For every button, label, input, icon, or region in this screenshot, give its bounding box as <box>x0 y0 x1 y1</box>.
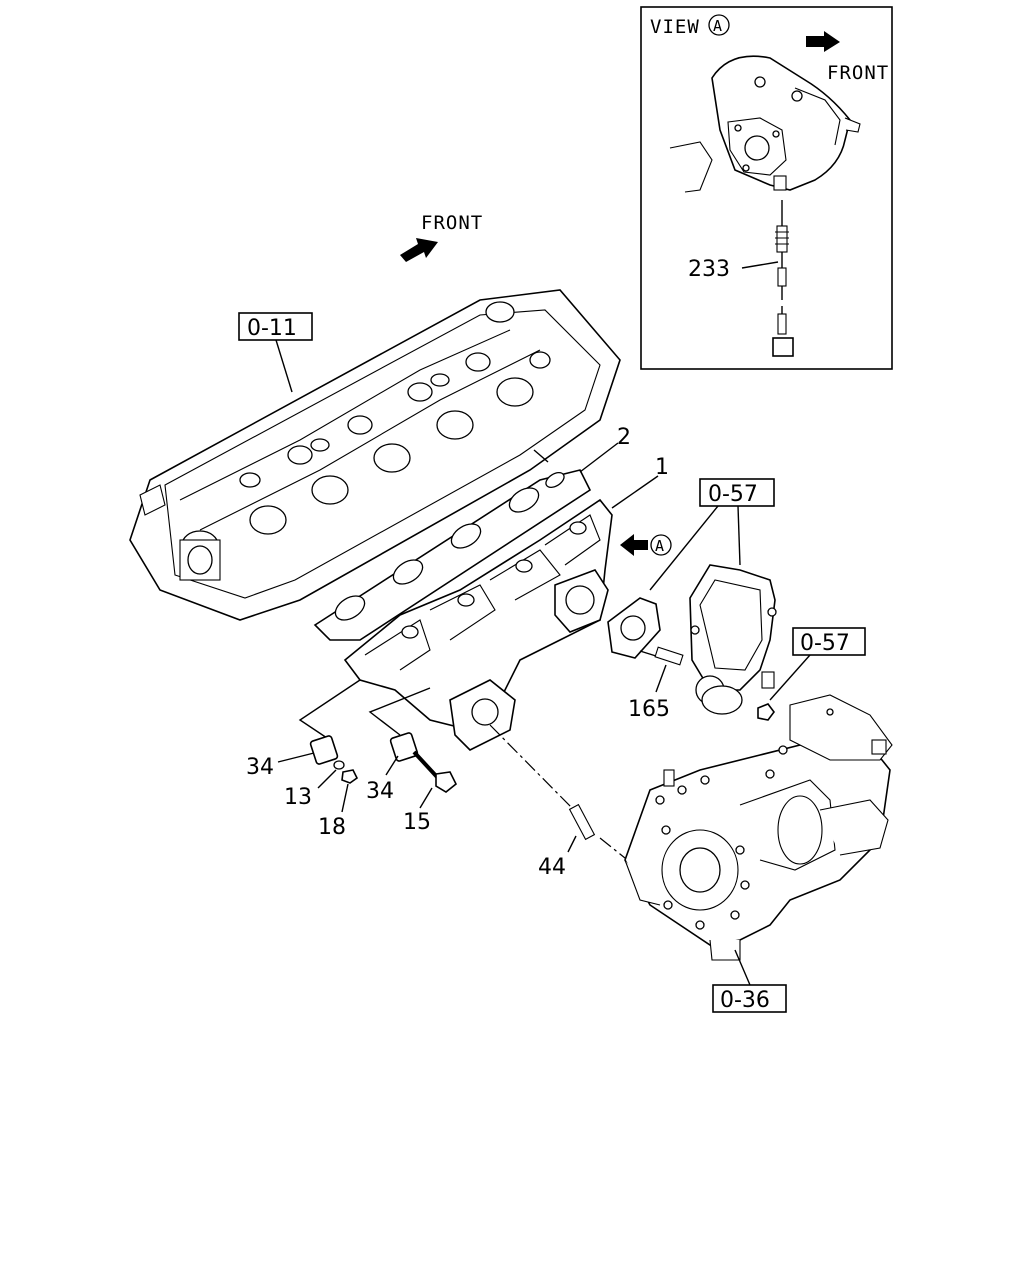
view-title: VIEW <box>650 16 700 38</box>
temperature-sensor-233 <box>741 200 794 357</box>
bolt-15 <box>412 750 458 809</box>
callout-34b: 34 <box>366 779 394 804</box>
ref-turbocharger: 0-36 <box>712 949 787 1013</box>
main-front-label: FRONT <box>421 212 483 234</box>
callout-18: 18 <box>318 815 346 840</box>
view-a-inset: VIEW A FRONT <box>640 6 893 370</box>
callout-13: 13 <box>284 785 312 810</box>
view-marker: A <box>713 17 723 35</box>
front-arrow-icon <box>806 31 840 52</box>
ref-0-57-a: 0-57 <box>708 482 758 507</box>
turbocharger-illustration <box>624 694 893 961</box>
view-front-label: FRONT <box>827 62 889 84</box>
ref-cylinder-head: 0-11 <box>238 312 313 393</box>
main-front-indicator: FRONT <box>400 212 483 262</box>
stud-44 <box>567 803 596 853</box>
washer-13 <box>317 760 345 789</box>
callout-1: 1 <box>655 455 669 480</box>
view-a-arrow: A <box>620 534 672 556</box>
ref-0-57-b: 0-57 <box>800 631 850 656</box>
bushing-34b <box>385 732 419 776</box>
nut-18 <box>341 769 359 813</box>
head-ports <box>181 301 551 560</box>
stud-165 <box>639 646 684 693</box>
fastener-leaders <box>298 679 431 741</box>
ref-0-11: 0-11 <box>247 316 297 341</box>
cylinder-head-illustration <box>129 289 621 621</box>
view-marker-circle <box>708 14 730 36</box>
callout-2: 2 <box>617 425 631 450</box>
callout-15: 15 <box>403 810 431 835</box>
manifold-gasket-2 <box>313 442 619 641</box>
main-view-marker: A <box>655 537 665 555</box>
ref-turbo-nut: 0-57 <box>757 627 866 721</box>
ref-0-36: 0-36 <box>720 988 770 1013</box>
main-front-arrow-icon <box>400 238 438 262</box>
exhaust-outlet-sketch <box>669 55 861 193</box>
bushing-34a <box>277 735 339 765</box>
callout-34a: 34 <box>246 755 274 780</box>
exhaust-manifold-1 <box>343 475 659 751</box>
view-a-arrow-icon <box>620 534 648 556</box>
outlet-flange <box>689 564 777 715</box>
callout-44: 44 <box>538 855 566 880</box>
callout-233: 233 <box>688 257 730 282</box>
ref-outlet-flange: 0-57 <box>649 478 775 591</box>
turbo-gasket <box>607 597 661 659</box>
callout-165: 165 <box>628 697 670 722</box>
